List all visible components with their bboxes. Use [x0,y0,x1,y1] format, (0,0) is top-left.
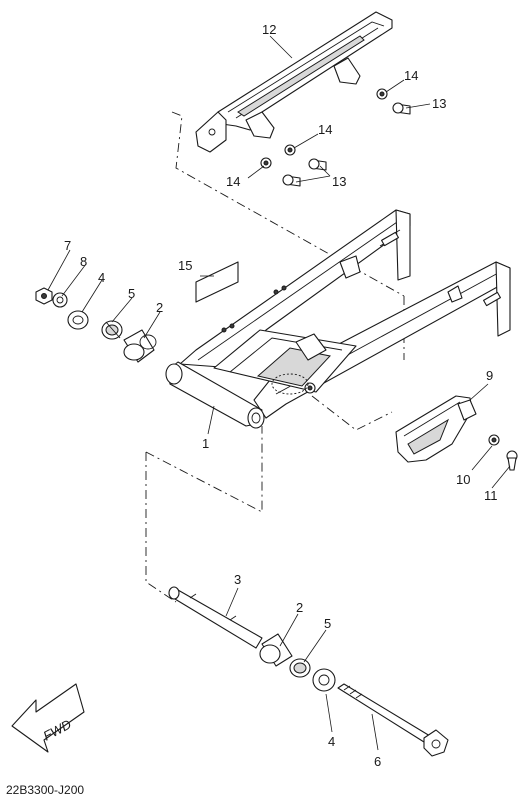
callout-8: 8 [80,254,87,269]
diagram-code: 22B3300-J200 [6,783,84,797]
chain-support-part-9 [395,395,477,463]
callout-4: 4 [328,734,335,749]
fasteners-10-11 [488,434,518,471]
fwd-arrow-icon: FWD [11,683,85,753]
pivot-bolt-part-6 [337,683,449,757]
callout-13: 13 [432,96,446,111]
callout-9: 9 [486,368,493,383]
callout-12: 12 [262,22,276,37]
callout-14: 14 [226,174,240,189]
callout-13: 13 [332,174,346,189]
callout-14: 14 [318,122,332,137]
callout-7: 7 [64,238,71,253]
guard-fasteners [260,88,411,187]
collar-part-4-lower [312,668,336,692]
label-part-15 [195,261,239,303]
callout-4: 4 [98,270,105,285]
rear-arm-part-1 [165,209,511,429]
bearing-part-5-lower [289,658,311,678]
pivot-shaft-alignment-line [145,426,263,603]
callout-2: 2 [296,600,303,615]
callout-14: 14 [404,68,418,83]
callout-5: 5 [128,286,135,301]
callout-6: 6 [374,754,381,769]
callout-10: 10 [456,472,470,487]
callout-2: 2 [156,300,163,315]
callout-leaders [47,35,511,751]
pivot-shaft-part-3 [168,586,263,649]
callout-3: 3 [234,572,241,587]
callout-labels: 12 14 13 14 14 13 7 8 4 5 2 15 1 9 10 11… [64,22,498,769]
pivot-parts-upper-left [35,287,157,363]
chain-guard-part-12 [195,11,393,153]
guard-alignment-line [171,111,405,297]
callout-1: 1 [202,436,209,451]
callout-5: 5 [324,616,331,631]
callout-15: 15 [178,258,192,273]
slider-alignment-line [311,395,393,431]
bushing-part-2-lower [259,633,293,667]
callout-11: 11 [484,488,498,503]
